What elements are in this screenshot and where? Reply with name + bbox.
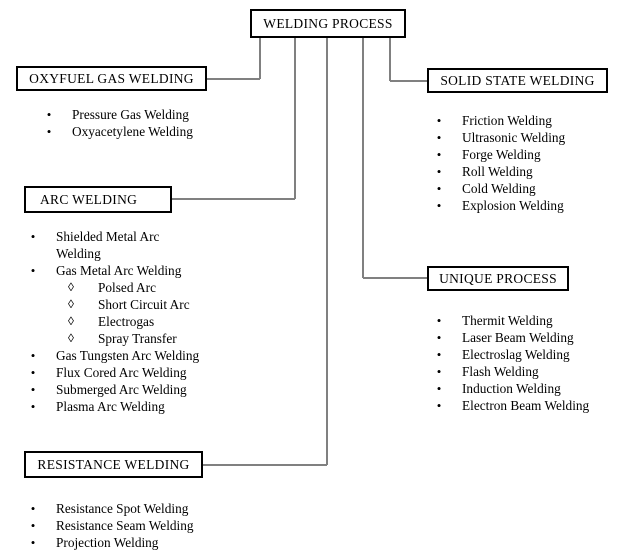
list-item: • Explosion Welding [432, 197, 565, 214]
list-item-label: Gas Tungsten Arc Welding [56, 348, 200, 363]
list-item: • Flash Welding [432, 363, 589, 380]
sub-list-item-label: Polsed Arc [98, 280, 156, 295]
node-unique-process[interactable]: UNIQUE PROCESS [427, 266, 569, 291]
list-item-label: Flux Cored Arc Welding [56, 365, 187, 380]
diamond-bullet-icon: ◊ [68, 297, 74, 311]
node-arc-welding[interactable]: ARC WELDING [24, 186, 172, 213]
list-item-label: Induction Welding [462, 381, 561, 396]
bullet-icon: • [30, 501, 36, 516]
node-resistance-label: RESISTANCE WELDING [37, 456, 190, 472]
list-item: • Cold Welding [432, 180, 565, 197]
node-oxyfuel-label: OXYFUEL GAS WELDING [29, 70, 194, 86]
list-item: • Projection Welding [26, 534, 194, 551]
diamond-bullet-icon: ◊ [68, 280, 74, 294]
list-item: • Submerged Arc Welding [26, 381, 199, 398]
node-unique-label: UNIQUE PROCESS [439, 270, 557, 286]
sub-list-item-label: Short Circuit Arc [98, 297, 190, 312]
list-item-label: Resistance Spot Welding [56, 501, 189, 516]
bullet-icon: • [46, 124, 52, 139]
list-item-label: Roll Welding [462, 164, 533, 179]
bullet-icon: • [436, 313, 442, 328]
list-item-label: Projection Welding [56, 535, 159, 550]
list-item-label: Ultrasonic Welding [462, 130, 566, 145]
sub-list-item: ◊ Electrogas [56, 313, 199, 330]
bullet-icon: • [30, 348, 36, 363]
sub-list-item: ◊ Spray Transfer [56, 330, 199, 347]
bullet-icon: • [30, 382, 36, 397]
sub-list-item: ◊ Polsed Arc [56, 279, 199, 296]
list-solid-state-items: • Friction Welding • Ultrasonic Welding … [432, 112, 565, 214]
list-item: • Electroslag Welding [432, 346, 589, 363]
list-item: • Laser Beam Welding [432, 329, 589, 346]
node-oxyfuel-gas-welding[interactable]: OXYFUEL GAS WELDING [16, 66, 207, 91]
diamond-bullet-icon: ◊ [68, 331, 74, 345]
list-item: • Gas Tungsten Arc Welding [26, 347, 199, 364]
bullet-icon: • [30, 399, 36, 414]
list-item: • Roll Welding [432, 163, 565, 180]
bullet-icon: • [30, 263, 36, 278]
node-arc-label: ARC WELDING [40, 191, 138, 207]
list-item: • Thermit Welding [432, 312, 589, 329]
list-item: • Pressure Gas Welding [42, 106, 193, 123]
node-solid-state-welding[interactable]: SOLID STATE WELDING [427, 68, 608, 93]
list-item: • Plasma Arc Welding [26, 398, 199, 415]
list-item-label: Forge Welding [462, 147, 541, 162]
list-item: • Friction Welding [432, 112, 565, 129]
list-item-label: Flash Welding [462, 364, 539, 379]
bullet-icon: • [436, 130, 442, 145]
bullet-icon: • [436, 364, 442, 379]
bullet-icon: • [436, 398, 442, 413]
list-item-label: Cold Welding [462, 181, 536, 196]
list-item: • Resistance Seam Welding [26, 517, 194, 534]
bullet-icon: • [436, 381, 442, 396]
bullet-icon: • [436, 347, 442, 362]
node-resistance-welding[interactable]: RESISTANCE WELDING [24, 451, 203, 478]
list-item-label: Friction Welding [462, 113, 552, 128]
list-item-label: Electron Beam Welding [462, 398, 590, 413]
bullet-icon: • [30, 229, 36, 244]
bullet-icon: • [436, 181, 442, 196]
list-item: • Induction Welding [432, 380, 589, 397]
list-item-label: Electroslag Welding [462, 347, 570, 362]
bullet-icon: • [46, 107, 52, 122]
list-item: • Shielded Metal Arc Welding [26, 228, 186, 262]
node-solid-state-label: SOLID STATE WELDING [440, 72, 595, 88]
bullet-icon: • [436, 147, 442, 162]
root-node-welding-process[interactable]: WELDING PROCESS [250, 9, 406, 38]
diamond-bullet-icon: ◊ [68, 314, 74, 328]
list-item-label: Plasma Arc Welding [56, 399, 165, 414]
list-item-label: Resistance Seam Welding [56, 518, 194, 533]
sub-list-item-label: Spray Transfer [98, 331, 177, 346]
list-item-label: Submerged Arc Welding [56, 382, 187, 397]
list-item-label: Laser Beam Welding [462, 330, 574, 345]
bullet-icon: • [30, 365, 36, 380]
list-item: • Ultrasonic Welding [432, 129, 565, 146]
list-item-label: Thermit Welding [462, 313, 553, 328]
root-node-label: WELDING PROCESS [263, 15, 393, 31]
list-item-label: Pressure Gas Welding [72, 107, 189, 122]
bullet-icon: • [30, 535, 36, 550]
list-item-label: Oxyacetylene Welding [72, 124, 193, 139]
list-item: • Forge Welding [432, 146, 565, 163]
list-item-label: Gas Metal Arc Welding [56, 263, 182, 278]
bullet-icon: • [436, 198, 442, 213]
list-item: • Gas Metal Arc Welding ◊ Polsed Arc ◊ S… [26, 262, 199, 347]
list-arc-items: • Shielded Metal Arc Welding • Gas Metal… [26, 228, 199, 415]
list-item: • Resistance Spot Welding [26, 500, 194, 517]
list-item: • Oxyacetylene Welding [42, 123, 193, 140]
sublist-gas-metal-arc-welding: ◊ Polsed Arc ◊ Short Circuit Arc ◊ Elect… [56, 279, 199, 347]
list-item-label: Explosion Welding [462, 198, 564, 213]
list-unique-items: • Thermit Welding • Laser Beam Welding •… [432, 312, 589, 414]
bullet-icon: • [436, 164, 442, 179]
list-item: • Electron Beam Welding [432, 397, 589, 414]
list-item-label: Shielded Metal Arc Welding [56, 229, 160, 261]
list-resistance-items: • Resistance Spot Welding • Resistance S… [26, 500, 194, 551]
list-item: • Flux Cored Arc Welding [26, 364, 199, 381]
sub-list-item-label: Electrogas [98, 314, 155, 329]
list-oxyfuel-items: • Pressure Gas Welding • Oxyacetylene We… [42, 106, 193, 140]
sub-list-item: ◊ Short Circuit Arc [56, 296, 199, 313]
bullet-icon: • [30, 518, 36, 533]
bullet-icon: • [436, 113, 442, 128]
bullet-icon: • [436, 330, 442, 345]
